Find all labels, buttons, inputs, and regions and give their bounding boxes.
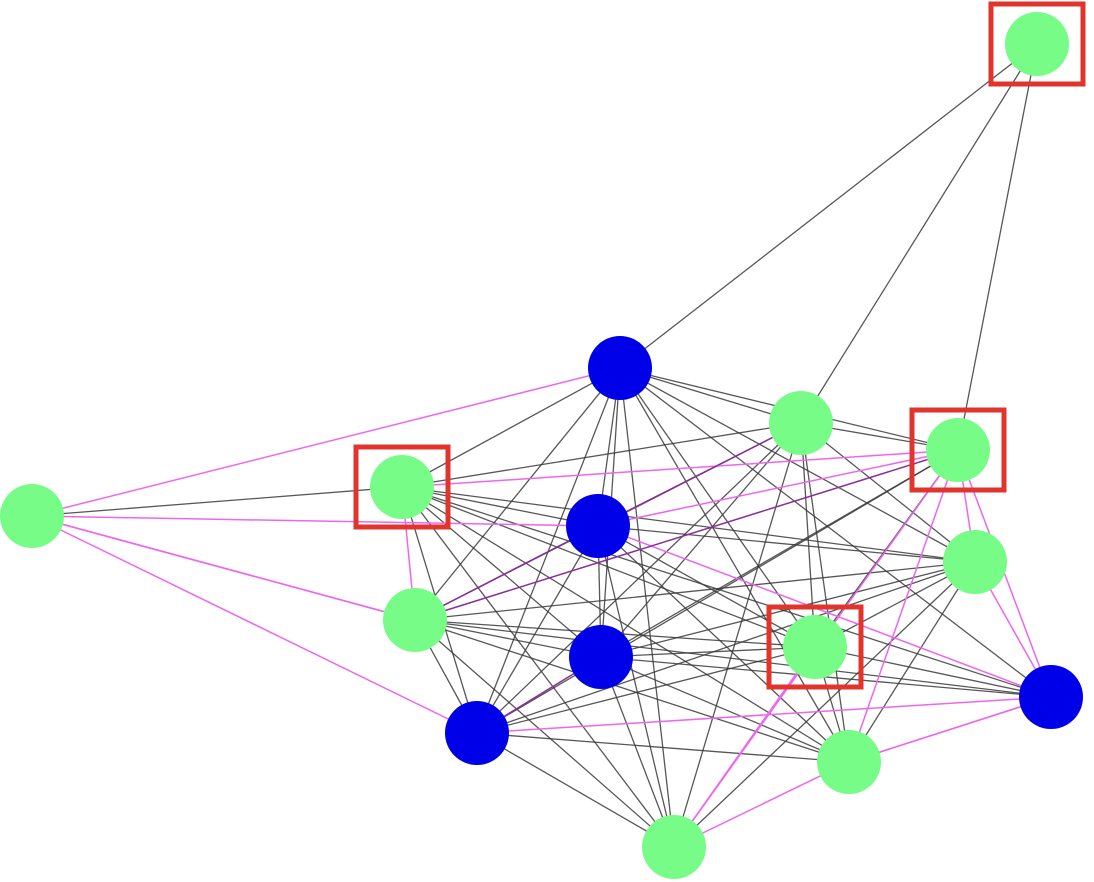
edge-b2-g9: [597, 525, 850, 763]
node-b3: [569, 625, 633, 689]
node-g8: [783, 615, 847, 679]
edge-b1-g9: [619, 367, 850, 763]
node-g2: [769, 391, 833, 455]
edge-g7-g10: [414, 619, 675, 848]
node-b1: [588, 336, 652, 400]
edge-g4-b5: [401, 486, 1052, 698]
highlight-box-g1: [988, 1, 1086, 87]
edge-b1-g7: [414, 367, 621, 621]
edge-g4-g10: [401, 486, 675, 848]
edge-g3-b4: [476, 449, 959, 734]
edge-b2-g8: [597, 525, 816, 648]
node-g10: [642, 815, 706, 879]
edge-b4-g9: [476, 732, 850, 763]
edge-b3-g8: [600, 646, 816, 658]
highlight-box-g8: [766, 604, 864, 690]
highlight-box-g3: [909, 407, 1007, 493]
node-g6: [943, 530, 1007, 594]
edge-b1-b4: [476, 367, 621, 734]
edge-g3-g9: [848, 449, 959, 763]
node-g9: [817, 730, 881, 794]
edge-g2-g4: [401, 422, 802, 488]
edge-g4-g6: [401, 486, 976, 563]
edge-b2-g7: [414, 525, 599, 621]
node-g5: [0, 484, 64, 548]
edge-g6-b4: [476, 561, 976, 734]
edge-g5-g4: [31, 486, 403, 517]
node-b4: [445, 701, 509, 765]
edge-b1-g8: [619, 367, 816, 648]
node-b5: [1019, 665, 1083, 729]
edge-g5-g7: [31, 515, 416, 621]
highlight-box-g4: [353, 444, 451, 530]
edge-g2-g9: [800, 422, 850, 763]
edge-b1-g6: [619, 367, 976, 563]
edge-g4-b3: [401, 486, 602, 658]
edge-layer: [31, 43, 1052, 848]
edge-b3-g9: [600, 656, 850, 763]
edge-b5-g9: [848, 696, 1052, 763]
edge-g2-g6: [800, 422, 976, 563]
edge-g8-b4: [476, 646, 816, 734]
edge-g4-g9: [401, 486, 850, 763]
edge-g1-b1: [619, 43, 1038, 369]
edge-g6-g9: [848, 561, 976, 763]
edge-g3-b2: [597, 449, 959, 527]
edge-g3-g7: [414, 449, 959, 621]
edge-g8-g10: [673, 646, 816, 848]
node-g1: [1005, 12, 1069, 76]
node-g3: [926, 418, 990, 482]
node-g7: [383, 588, 447, 652]
edge-b4-g10: [476, 732, 675, 848]
edge-g5-b1: [31, 367, 621, 517]
edge-g1-g3: [957, 43, 1038, 451]
node-layer: [0, 12, 1083, 879]
edge-g3-g4: [401, 449, 959, 488]
edge-b2-g10: [597, 525, 675, 848]
edge-g1-g2: [800, 43, 1038, 424]
edge-g5-b4: [31, 515, 478, 734]
edge-g6-g7: [414, 561, 976, 621]
edge-b2-b4: [476, 525, 599, 734]
edge-g2-b4: [476, 422, 802, 734]
edge-b4-b5: [476, 696, 1052, 734]
edge-g2-b2: [597, 422, 802, 527]
edge-g7-b5: [414, 619, 1052, 698]
edge-g2-g10: [673, 422, 802, 848]
edge-g6-g10: [673, 561, 976, 848]
edge-g5-b2: [31, 515, 599, 527]
edge-b2-b5: [597, 525, 1052, 698]
edge-g7-g9: [414, 619, 850, 763]
edge-b2-g6: [597, 525, 976, 563]
edge-b1-g4: [401, 367, 621, 488]
edge-b1-b5: [619, 367, 1052, 698]
edge-g4-b2: [401, 486, 599, 527]
edge-b1-g10: [619, 367, 675, 848]
edge-g8-b5: [814, 646, 1052, 698]
highlight-layer: [353, 1, 1086, 690]
edge-b3-g10: [600, 656, 675, 848]
node-b2: [566, 494, 630, 558]
edge-g9-g10: [673, 761, 850, 848]
node-g4: [370, 455, 434, 519]
